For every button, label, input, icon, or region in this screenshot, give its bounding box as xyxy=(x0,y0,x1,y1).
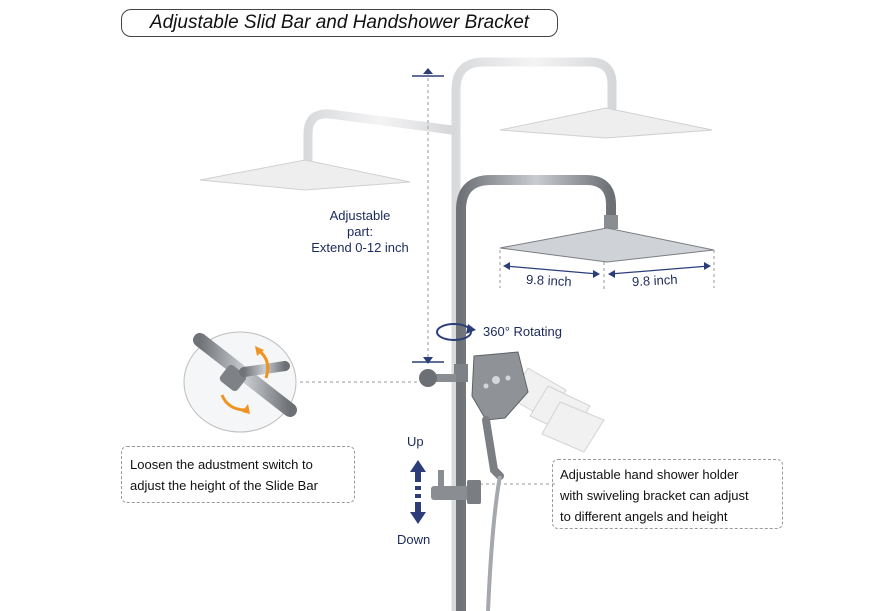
adjustable-part-line-2: part: xyxy=(346,224,373,239)
page-title: Adjustable Slid Bar and Handshower Brack… xyxy=(121,9,558,37)
slide-joint xyxy=(419,364,468,387)
right-callout-line-1: Adjustable hand shower holder xyxy=(560,467,739,482)
right-callout-line-3: to different angels and height xyxy=(560,509,728,524)
left-callout-line-2: adjust the height of the Slide Bar xyxy=(130,478,318,493)
adjustable-part-line-3: Extend 0-12 inch xyxy=(311,240,409,255)
adjustable-part-line-1: Adjustable xyxy=(329,208,391,223)
shower-hose xyxy=(486,475,502,611)
handshower-bracket xyxy=(431,470,481,504)
ghost-handshowers xyxy=(509,367,605,453)
slide-bar xyxy=(456,175,616,611)
dimension-arrows xyxy=(503,262,711,278)
right-callout: Adjustable hand shower holder with swive… xyxy=(552,459,783,529)
down-label: Down xyxy=(397,532,431,547)
width-dimension-label: 9.8 inch xyxy=(525,271,572,290)
adjustable-part-label: Adjustable part: Extend 0-12 inch xyxy=(300,208,420,256)
depth-dimension-label: 9.8 inch xyxy=(631,271,678,290)
handshower xyxy=(471,351,529,480)
up-label: Up xyxy=(407,434,424,449)
left-callout: Loosen the adustment switch to adjust th… xyxy=(121,446,355,503)
left-callout-line-1: Loosen the adustment switch to xyxy=(130,457,313,472)
ghost-shower-arms xyxy=(303,57,617,611)
rain-shower-head xyxy=(499,215,715,263)
up-down-arrows xyxy=(410,460,426,524)
right-callout-line-2: with swiveling bracket can adjust xyxy=(560,488,749,503)
height-markers xyxy=(412,68,444,364)
rotating-label: 360° Rotating xyxy=(483,324,562,339)
rotate-arrow-icon xyxy=(436,323,476,341)
zoom-inset xyxy=(183,331,297,433)
ghost-shower-heads xyxy=(199,107,713,191)
guide-lines xyxy=(300,72,715,485)
